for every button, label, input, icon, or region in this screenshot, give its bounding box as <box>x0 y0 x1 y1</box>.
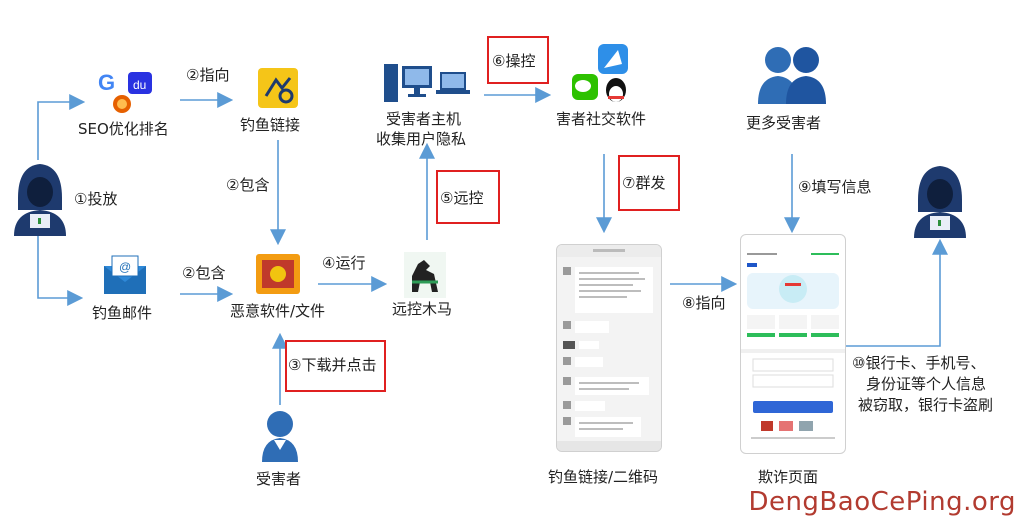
download-click-label: ③下载并点击 <box>288 356 377 374</box>
phishing-link-icon <box>258 68 298 108</box>
step2-point-label: ②指向 <box>186 66 230 84</box>
mass-send-box <box>618 155 680 211</box>
watermark: DengBaoCePing.org <box>748 487 1016 517</box>
email-icon: @ <box>104 255 146 294</box>
stolen-info-line1: ⑩银行卡、手机号、 <box>852 354 986 372</box>
download-click-box <box>285 340 386 392</box>
more-victims-label: 更多受害者 <box>746 114 822 132</box>
contain-top-label: ②包含 <box>226 176 270 194</box>
arrow-deploy-seo <box>37 94 86 160</box>
mass-send-label: ⑦群发 <box>622 174 666 192</box>
phishing-email-label: 钓鱼邮件 <box>92 304 153 322</box>
malware-label: 恶意软件/文件 <box>230 302 326 320</box>
hacker-icon-right <box>914 166 966 238</box>
malware-icon <box>256 254 300 294</box>
svg-text:du: du <box>133 78 146 92</box>
control-box <box>487 36 549 84</box>
arrow-fraud-hacker <box>842 238 948 347</box>
more-victims-icon <box>758 47 826 104</box>
social-apps-icon <box>572 44 628 102</box>
host-label-line1: 受害者主机 <box>386 110 462 128</box>
stolen-info-line3: 被窃取，银行卡盗刷 <box>858 396 994 414</box>
remote-label: ⑤远控 <box>440 189 484 207</box>
seo-label: SEO优化排名 <box>78 120 169 138</box>
stolen-info-line2: 身份证等个人信息 <box>866 375 987 393</box>
control-label: ⑥操控 <box>492 52 536 70</box>
arrow-deploy-email <box>37 236 84 306</box>
svg-text:G: G <box>98 70 115 95</box>
computer-host-icon <box>384 64 470 102</box>
remote-box <box>436 170 500 224</box>
deploy-label: ①投放 <box>74 190 118 208</box>
hacker-icon <box>14 164 66 236</box>
rat-label: 远控木马 <box>392 300 453 318</box>
contain-bottom-label: ②包含 <box>182 264 226 282</box>
fraud-page-label: 欺诈页面 <box>758 468 819 486</box>
phishing-qr-label: 钓鱼链接/二维码 <box>548 468 659 486</box>
phishing-chat-screenshot <box>556 244 662 452</box>
search-engines-icon: G du <box>96 66 166 116</box>
point8-label: ⑧指向 <box>682 294 726 312</box>
svg-text:@: @ <box>119 260 131 274</box>
run-label: ④运行 <box>322 254 366 272</box>
host-label-line2: 收集用户隐私 <box>376 130 467 148</box>
fraud-page-screenshot <box>740 234 846 454</box>
victim-label: 受害者 <box>256 470 302 488</box>
social-software-label: 害者社交软件 <box>556 110 647 128</box>
victim-user-icon <box>262 411 298 462</box>
phishing-link-label: 钓鱼链接 <box>240 116 301 134</box>
trojan-horse-icon <box>404 252 446 298</box>
fill-info-label: ⑨填写信息 <box>798 178 872 196</box>
